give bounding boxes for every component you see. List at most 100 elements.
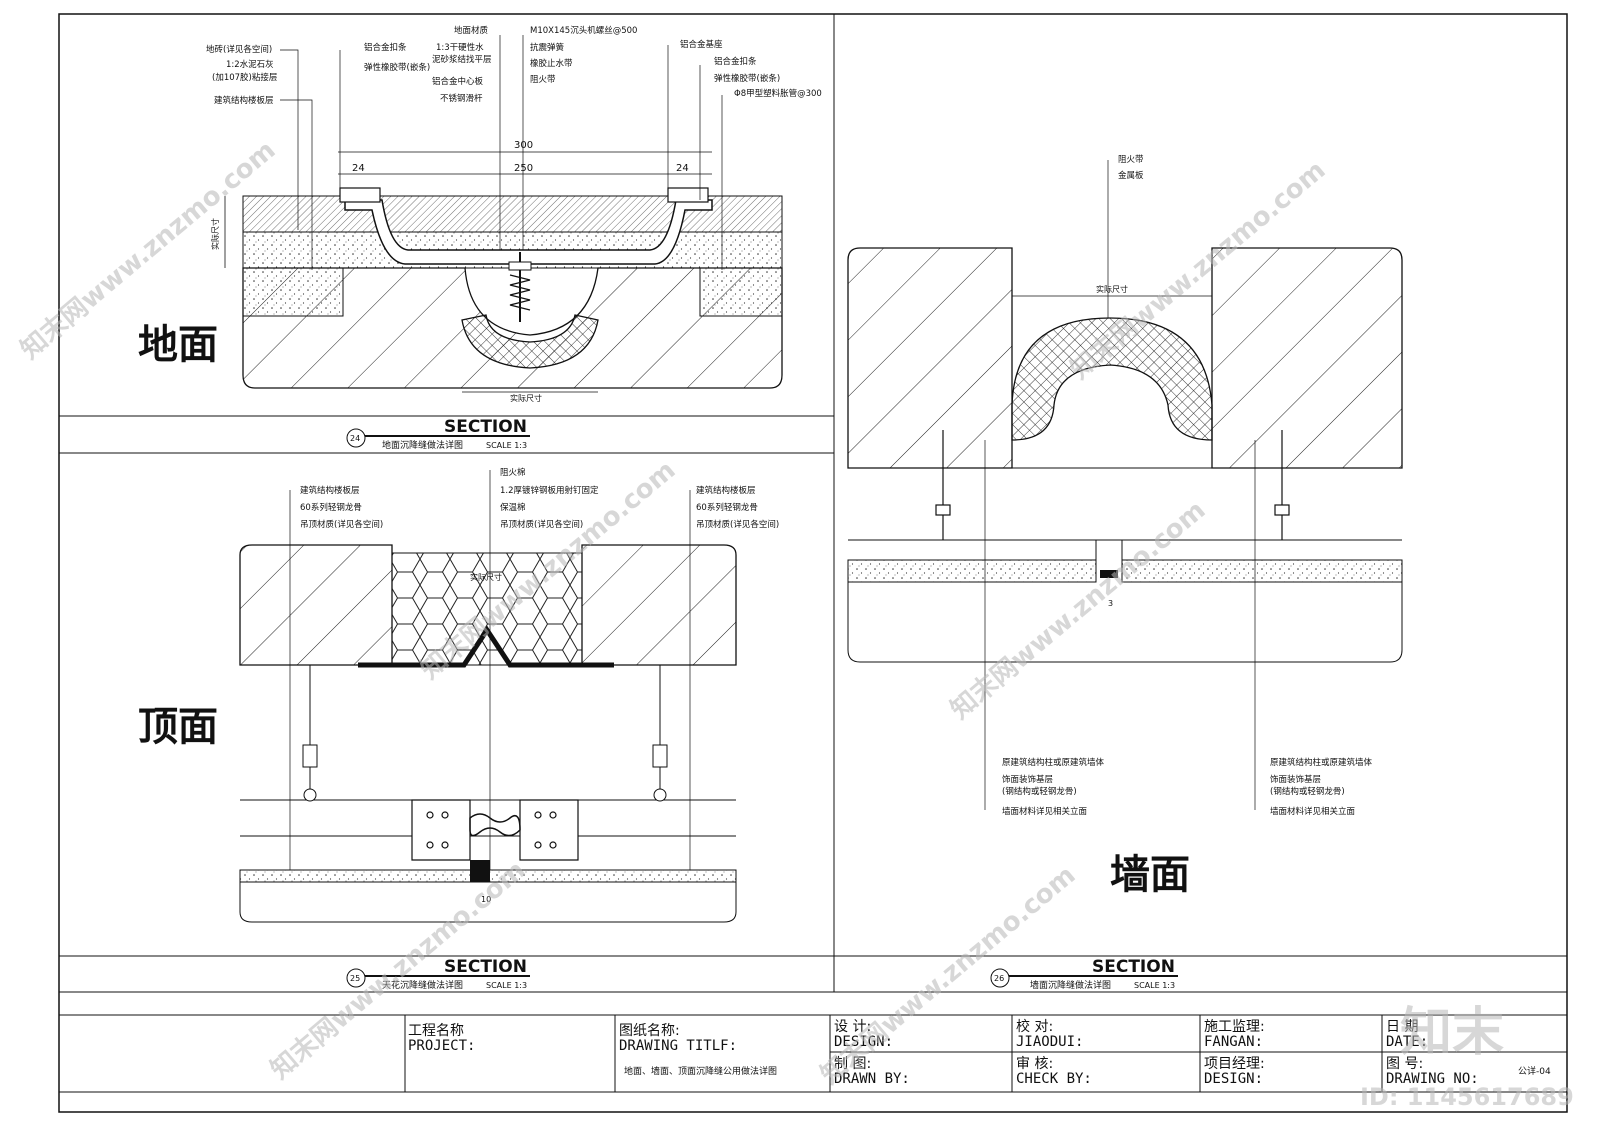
floor-label-rubber-right: 弹性橡胶带(嵌条) [714,73,780,84]
ceiling-slab-left [239,544,393,666]
ceiling-detail-number: 25 [350,974,360,983]
floor-right-strip [667,187,709,203]
ceiling-label-steel: 1.2厚镀锌钢板用射钉固定 [500,485,599,496]
floor-label-material: 地面材质 [454,25,489,36]
floor-label-slide-bar: 不锈钢滑杆 [440,93,483,104]
floor-caption: 地面沉降缝做法详图 [382,439,463,451]
tb-super-en: FANGAN: [1204,1034,1263,1050]
ceiling-label-slab: 建筑结构楼板层 [300,485,360,496]
ceiling-label-material-right: 吊顶材质(详见各空间) [696,519,779,530]
floor-section-view: 地砖(详见各空间) 1:2水泥石灰 (加107胶)粘接层 建筑结构楼板层 铝合金… [138,25,822,451]
tb-drawn-cn: 制 图: [834,1056,871,1072]
tb-drawn-en: DRAWN BY: [834,1071,910,1087]
wall-anchor-bolts [935,430,1290,540]
wall-title: 墙面 [1110,852,1190,898]
wall-finish-right [1121,559,1403,583]
tb-no-en: DRAWING NO: [1386,1071,1479,1087]
floor-label-center-plate: 铝合金中心板 [432,76,484,87]
wall-fire-strip [1011,317,1213,441]
ceiling-section-label: SECTION [444,957,527,977]
tb-date-cn: 日 期 [1386,1019,1418,1035]
ceiling-label-firewool: 阻火棉 [500,467,526,478]
ceiling-scale: SCALE 1:3 [486,981,527,990]
ceiling-gap-cover [470,860,490,882]
wall-label-column-right: 原建筑结构柱或原建筑墙体 [1270,757,1373,768]
wall-scale: SCALE 1:3 [1134,981,1175,990]
wall-section-view: 阻火带 金属板 实际尺寸 3 原建筑结构柱或原建筑墙体 饰面装饰基层 (钢结构或… [847,155,1403,991]
floor-fire-strip [461,314,599,369]
ceiling-caption: 天花沉降缝做法详图 [382,979,463,991]
ceiling-dim-10: 10 [481,895,491,904]
tb-check-en: JIAODUI: [1016,1034,1083,1050]
wall-label-steel-right: (钢结构或轻钢龙骨) [1270,786,1345,797]
floor-dim-250: 250 [514,163,533,174]
floor-title: 地面 [138,322,218,368]
floor-mortar-left [242,267,344,317]
ceiling-label-keel: 60系列轻钢龙骨 [300,502,362,513]
floor-label-strip: 铝合金扣条 [364,42,407,53]
ceiling-keels [411,799,579,861]
floor-dim-24b: 24 [676,163,689,174]
wall-finish-left [847,559,1097,583]
ceiling-label-keel-right: 60系列轻钢龙骨 [696,502,758,513]
wall-label-metal: 金属板 [1118,170,1144,181]
floor-label-fire: 阻火带 [530,75,556,85]
tb-check-cn: 校 对: [1016,1018,1053,1035]
floor-scale: SCALE 1:3 [486,441,527,450]
wall-label-steel-left: (钢结构或轻钢龙骨) [1002,786,1077,797]
floor-label-slab: 建筑结构楼板层 [214,95,274,106]
tb-project-en: PROJECT: [408,1038,475,1054]
floor-label-rubber: 弹性橡胶带(嵌条) [364,62,430,73]
sheet-border [58,13,1568,1113]
tb-review-en: CHECK BY: [1016,1071,1092,1087]
floor-mortar-right [699,267,783,317]
ceiling-section-view: 建筑结构楼板层 60系列轻钢龙骨 吊顶材质(详见各空间) 阻火棉 1.2厚镀锌钢… [138,467,779,991]
ceiling-title: 顶面 [138,704,218,750]
tb-pm-en: DESIGN: [1204,1071,1263,1087]
wall-detail-bubble [990,968,1010,988]
title-block: 工程名称 PROJECT: 图纸名称: DRAWING TITLF: 地面、墙面… [59,1014,1567,1093]
floor-section-label: SECTION [444,417,527,437]
floor-label-waterstop: 橡胶止水带 [530,58,573,69]
tb-date-en: DATE: [1386,1034,1428,1050]
floor-label-tile: 地砖(详见各空间) [206,44,272,55]
wall-label-base-left: 饰面装饰基层 [1002,774,1053,785]
tb-no-cn: 图 号: [1386,1056,1423,1072]
floor-label-dry1: 1:3干硬性水 [436,42,484,53]
tb-review-cn: 审 核: [1016,1056,1053,1072]
floor-dim-300: 300 [514,140,533,151]
floor-structural-slab [242,267,783,389]
floor-detail-bubble [346,428,366,448]
wall-label-column-left: 原建筑结构柱或原建筑墙体 [1002,757,1105,768]
floor-label-anchor: Φ8甲型塑料胀管@300 [734,88,822,99]
wall-column-right [1211,247,1403,469]
tb-no-value: 公详-04 [1518,1065,1551,1077]
ceiling-dim-actual: 实际尺寸 [470,572,502,582]
tb-drawing-name: 地面、墙面、顶面沉降缝公用做法详图 [624,1065,777,1077]
ceiling-label-insulation: 保温棉 [500,502,526,513]
tb-design-cn: 设 计: [834,1019,871,1035]
floor-label-strip-right: 铝合金扣条 [714,56,757,67]
ceiling-detail-bubble [346,968,366,988]
ceiling-fire-wool [469,813,521,837]
wall-detail-number: 26 [994,974,1004,983]
wall-metal-plate [1100,570,1118,578]
tb-pm-cn: 项目经理: [1204,1056,1265,1072]
floor-dim-actual: 实际尺寸 [210,218,220,250]
floor-spring [508,252,532,322]
watermark-id: ID: 1145617689 [1360,1083,1574,1111]
wall-label-base-right: 饰面装饰基层 [1270,774,1321,785]
wall-label-fire: 阻火带 [1118,155,1144,165]
floor-label-mortar1: 1:2水泥石灰 [226,59,274,70]
wall-caption: 墙面沉降缝做法详图 [1030,979,1111,991]
watermark-logo: 知末 [1400,1003,1504,1063]
floor-left-strip [339,187,381,203]
floor-label-dry2: 泥砂浆结找平层 [432,54,492,65]
floor-label-screw: M10X145沉头机螺丝@500 [530,25,637,36]
tb-super-cn: 施工监理: [1204,1019,1265,1035]
wall-dim-actual: 实际尺寸 [1096,284,1128,294]
wall-dim-3: 3 [1108,599,1113,608]
ceiling-hangers [302,665,668,802]
floor-dim-actual-bottom: 实际尺寸 [510,393,542,403]
floor-label-base: 铝合金基座 [680,39,723,50]
